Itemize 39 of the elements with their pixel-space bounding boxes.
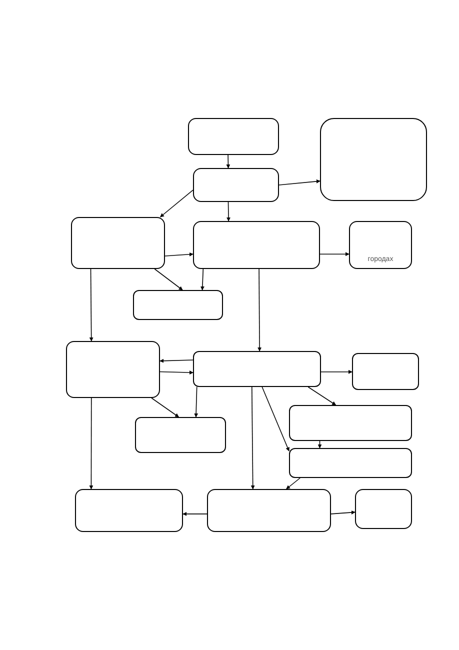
process-box — [349, 221, 412, 269]
process-box — [66, 341, 160, 398]
arrow — [320, 252, 350, 256]
process-box — [135, 417, 226, 453]
arrow — [258, 268, 262, 352]
process-box — [355, 489, 412, 529]
process-box — [193, 168, 279, 202]
arrow — [160, 190, 194, 218]
process-box — [289, 405, 412, 441]
arrow — [250, 386, 255, 490]
arrow — [330, 510, 356, 514]
process-box — [71, 217, 165, 269]
arrow — [151, 398, 180, 418]
process-box — [193, 351, 321, 387]
arrow — [160, 370, 194, 374]
process-box — [352, 353, 419, 390]
arrow — [182, 512, 208, 516]
arrow — [262, 386, 290, 452]
arrow — [308, 386, 336, 406]
process-box — [320, 118, 427, 201]
arrow — [164, 252, 194, 256]
arrow — [200, 268, 204, 290]
process-box — [75, 489, 183, 532]
process-box — [188, 118, 279, 155]
arrow — [278, 179, 320, 186]
process-box — [207, 489, 331, 532]
arrow — [226, 154, 230, 168]
arrow — [320, 370, 352, 374]
arrow — [194, 386, 198, 418]
arrow — [160, 358, 194, 363]
arrow — [286, 478, 300, 490]
arrow — [318, 440, 322, 448]
process-box — [289, 448, 412, 478]
arrow — [89, 398, 94, 490]
process-box — [133, 290, 223, 320]
process-box — [193, 221, 320, 269]
arrow — [154, 268, 183, 290]
arrow — [226, 202, 230, 222]
arrow — [89, 268, 94, 342]
